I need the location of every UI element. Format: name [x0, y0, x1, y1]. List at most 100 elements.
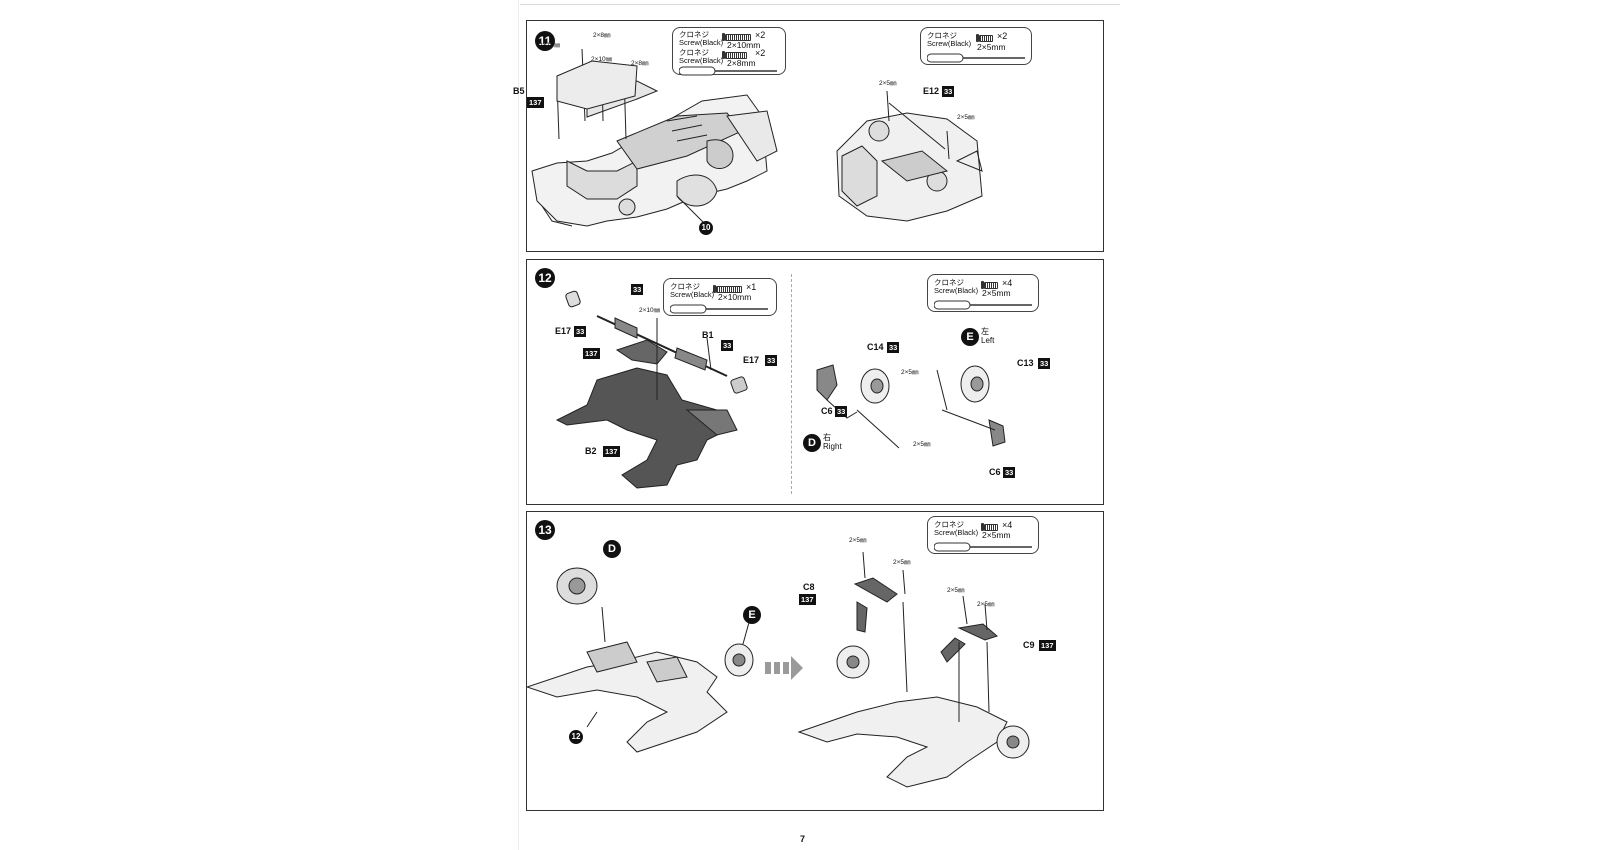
- side-marker-d: D: [603, 540, 621, 558]
- screw-size-mark: 2×5㎜: [901, 369, 919, 376]
- assembly-arrow: [765, 656, 803, 680]
- screw-icon: [981, 523, 998, 531]
- screw-size-mark: 2×8㎜: [631, 60, 649, 67]
- screw-line: クロネジ Screw(Black): [679, 49, 723, 65]
- screw-label-en: Screw(Black): [670, 290, 715, 299]
- part-label-c8: C8: [803, 582, 815, 592]
- screwdriver-icon: [934, 300, 1032, 310]
- screw-qty: ×2: [997, 31, 1008, 41]
- part-tag: 33: [887, 342, 900, 353]
- screw-label-jp: クロネジ: [934, 278, 964, 287]
- part-label-c13: C13: [1017, 358, 1034, 368]
- screw-label-en: Screw(Black): [934, 286, 979, 295]
- screw-label-en: Screw(Black): [927, 39, 972, 48]
- part-tag: 137: [603, 446, 620, 457]
- page-number: 7: [800, 834, 806, 844]
- screw-icon: [713, 285, 742, 293]
- step-reference-10: 10: [699, 221, 713, 235]
- side-label-jp: 左: [981, 327, 989, 336]
- screw-label-jp: クロネジ: [679, 48, 709, 57]
- screw-icon: [722, 51, 747, 59]
- screw-size-mark: 2×8㎜: [593, 32, 611, 39]
- drive-shaft-arm-drawing: [555, 290, 748, 489]
- screw-label-en: Screw(Black): [934, 528, 979, 537]
- screw-line: クロネジ Screw(Black): [934, 279, 978, 295]
- part-label-b5: B5: [513, 86, 525, 96]
- screw-box-right: クロネジ Screw(Black) ×2 2×5mm: [920, 27, 1032, 65]
- screw-size: 2×5mm: [982, 288, 1011, 298]
- side-marker-e: E: [961, 328, 979, 346]
- step-12-panel: 12 クロネジ Screw(Black) ×1 2×10mm クロネジ Scre…: [526, 259, 1104, 505]
- suspension-with-stays-drawing: [797, 551, 1030, 788]
- part-label-c14: C14: [867, 342, 884, 352]
- screw-box-left: クロネジ Screw(Black) ×1 2×10mm: [663, 278, 777, 316]
- side-label-en: Left: [981, 336, 995, 345]
- step-number: 13: [535, 520, 555, 540]
- screw-size-mark: 2×5㎜: [849, 537, 867, 544]
- screwdriver-icon: [934, 542, 1032, 552]
- side-marker-d: D: [803, 434, 821, 452]
- screw-label-jp: クロネジ: [670, 282, 700, 291]
- part-label-b2: B2: [585, 446, 597, 456]
- part-label-c9: C9: [1023, 640, 1035, 650]
- screwdriver-icon: [670, 304, 768, 314]
- screw-label-en: Screw(Black): [679, 56, 724, 65]
- part-label-b1: B1: [702, 330, 714, 340]
- screw-size-mark: 2×5㎜: [977, 601, 995, 608]
- panel-divider: [791, 274, 792, 494]
- screw-line: クロネジ Screw(Black): [670, 283, 714, 299]
- part-tag: 33: [765, 355, 778, 366]
- screw-line: クロネジ Screw(Black): [934, 521, 978, 537]
- part-tag: 137: [583, 348, 600, 359]
- part-label-e12: E12: [923, 86, 940, 96]
- part-label-c6: C6: [821, 406, 833, 416]
- screw-size: 2×10mm: [727, 40, 761, 50]
- screw-size-mark: 2×5㎜: [913, 441, 931, 448]
- part-tag: 33: [1038, 358, 1051, 369]
- screw-size: 2×5mm: [977, 42, 1006, 52]
- suspension-assembly-drawing: [527, 567, 803, 753]
- part-tag: 33: [574, 326, 587, 337]
- screw-size-mark: 2×5㎜: [893, 559, 911, 566]
- part-label-c6: C6: [989, 467, 1001, 477]
- screw-size: 2×8mm: [727, 58, 756, 68]
- part-tag: 137: [527, 97, 544, 108]
- screw-icon: [976, 34, 993, 42]
- side-label-jp: 右: [823, 433, 831, 442]
- screw-label-en: Screw(Black): [679, 38, 724, 47]
- step-number: 12: [535, 268, 555, 288]
- part-label-e17: E17: [555, 326, 572, 336]
- screw-icon: [981, 281, 998, 289]
- part-tag: 33: [835, 406, 848, 417]
- screw-size: 2×5mm: [982, 530, 1011, 540]
- screw-qty: ×4: [1002, 278, 1013, 288]
- step-reference-12: 12: [569, 730, 583, 744]
- engine-chassis-drawing: [531, 48, 778, 227]
- engine-top-drawing: [836, 90, 983, 222]
- part-tag: 137: [799, 594, 816, 605]
- brake-assembly-drawing: [816, 364, 1006, 449]
- screw-size-mark: 2×10㎜: [539, 42, 561, 49]
- screw-size-mark: 2×5㎜: [947, 587, 965, 594]
- screwdriver-icon: [927, 53, 1025, 63]
- screw-size-mark: 2×5㎜: [957, 114, 975, 121]
- screwdriver-icon: [679, 66, 777, 76]
- screw-qty: ×2: [755, 48, 766, 58]
- screw-size-mark: 2×5㎜: [879, 80, 897, 87]
- part-tag: 33: [1003, 467, 1016, 478]
- side-marker-e: E: [743, 606, 761, 624]
- sheet-edge: [518, 0, 519, 850]
- screw-size-mark: 2×10㎜: [639, 307, 661, 314]
- screw-line: クロネジ Screw(Black): [679, 31, 723, 47]
- part-label-e17: E17: [743, 355, 760, 365]
- part-tag: 137: [1039, 640, 1056, 651]
- screw-label-jp: クロネジ: [679, 30, 709, 39]
- screw-box-left: クロネジ Screw(Black) ×2 2×10mm クロネジ Screw(B…: [672, 27, 786, 76]
- screw-line: クロネジ Screw(Black): [927, 32, 971, 48]
- side-label-en: Right: [823, 442, 842, 451]
- screw-qty: ×4: [1002, 520, 1013, 530]
- screw-label-jp: クロネジ: [927, 31, 957, 40]
- screw-icon: [722, 33, 751, 41]
- part-tag: 33: [631, 284, 644, 295]
- step-13-panel: 13 クロネジ Screw(Black) ×4 2×5mm: [526, 511, 1104, 811]
